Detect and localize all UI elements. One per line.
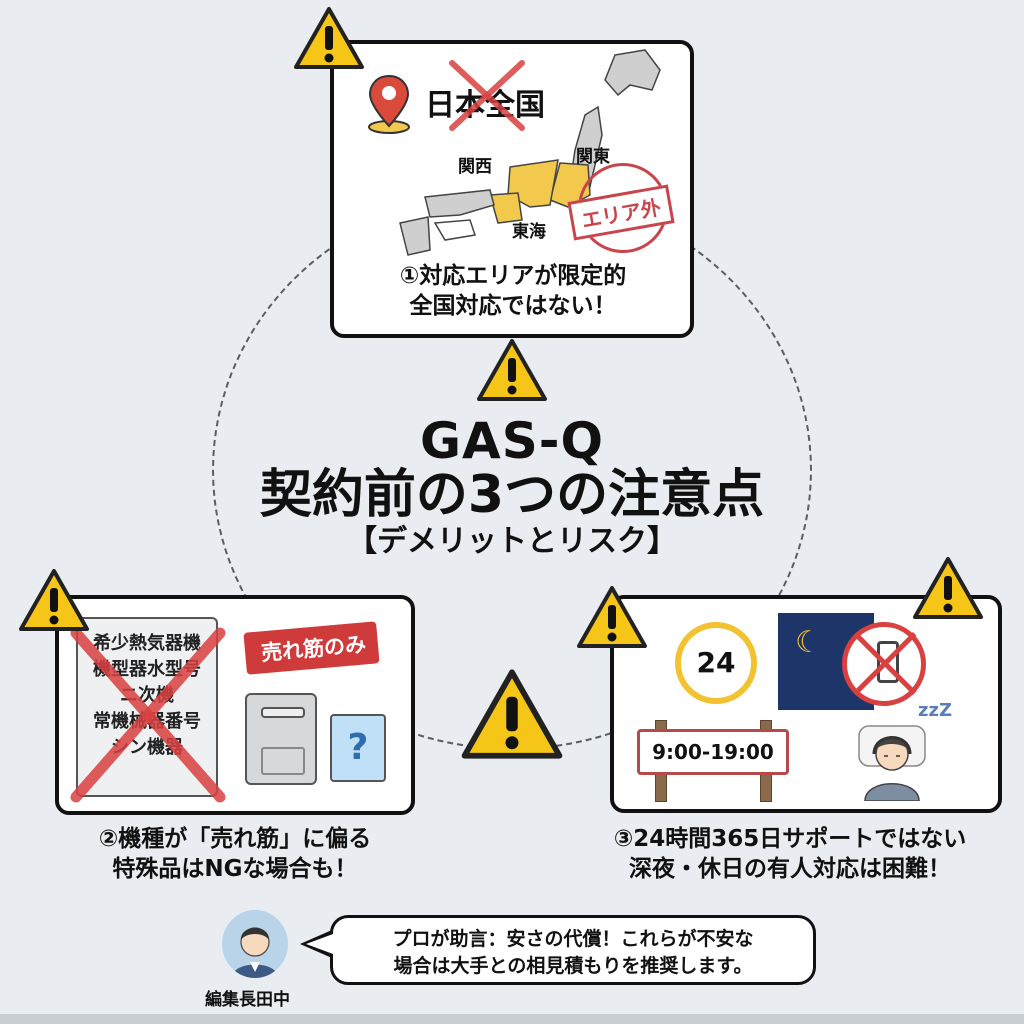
spec-line: 希少熱気器機 xyxy=(93,633,201,654)
cross-icon xyxy=(449,60,525,131)
warning-icon xyxy=(294,7,364,69)
clock-icon: 24 xyxy=(675,622,757,704)
bottom-strip xyxy=(0,1014,1024,1024)
moon-icon: ☾ xyxy=(795,625,822,660)
no-phone-icon xyxy=(842,622,926,706)
point3-caption: ③24時間365日サポートではない 深夜・休日の有人対応は困難！ xyxy=(565,825,1015,885)
advice-line2: 場合は大手との相見積もりを推奨します。 xyxy=(393,954,753,977)
japan-map xyxy=(399,49,661,256)
advice-line1: プロが助言：安さの代償！これらが不安な xyxy=(392,928,754,950)
warning-icon xyxy=(577,586,647,648)
phone-shape xyxy=(877,641,899,683)
point1-caption: ①対応エリアが限定的 全国対応ではない！ xyxy=(335,262,691,322)
warning-icon xyxy=(19,569,89,631)
point3-caption-line2: 深夜・休日の有人対応は困難！ xyxy=(629,855,951,882)
point2-caption-line1: ②機種が「売れ筋」に偏る xyxy=(98,826,372,852)
cross-icon xyxy=(70,627,226,803)
avatar xyxy=(222,910,288,978)
business-hours-sign: 9:00-19:00 xyxy=(637,729,789,775)
warning-icon xyxy=(913,557,983,619)
warning-icon xyxy=(461,669,563,759)
editor-name: 編集長田中 xyxy=(205,990,290,1010)
point1-caption-line2: 全国対応ではない！ xyxy=(409,292,617,319)
sleep-zzz: zzZ xyxy=(918,700,953,721)
map-pin-icon xyxy=(368,74,410,134)
heater-panel xyxy=(261,747,305,775)
advice-speech-bubble: プロが助言：安さの代償！これらが不安な 場合は大手との相見積もりを推奨します。 xyxy=(330,915,816,985)
warning-icon xyxy=(477,339,547,401)
region-label-tokai: 東海 xyxy=(512,222,546,242)
title-subtitle: 【デメリットとリスク】 xyxy=(347,524,677,560)
title-heading: 契約前の3つの注意点 xyxy=(259,464,765,525)
brand-name: GAS-Q xyxy=(419,412,604,470)
point2-caption-line2: 特殊品はNGな場合も！ xyxy=(112,855,358,882)
region-label-kansai: 関西 xyxy=(458,157,492,177)
heater-slot xyxy=(261,707,305,718)
point2-caption: ②機種が「売れ筋」に偏る 特殊品はNGな場合も！ xyxy=(40,825,430,885)
operator-icon xyxy=(858,725,926,801)
water-heater-icon xyxy=(245,693,317,785)
point1-caption-line1: ①対応エリアが限定的 xyxy=(399,263,627,289)
main-title: GAS-Q 契約前の3つの注意点 【デメリットとリスク】 xyxy=(200,415,824,558)
region-label-kanto: 関東 xyxy=(576,147,610,167)
point3-caption-line1: ③24時間365日サポートではない xyxy=(613,826,967,852)
question-icon: ? xyxy=(330,714,386,782)
speech-bubble-tail-inner xyxy=(306,934,333,954)
avatar-icon xyxy=(232,927,278,978)
